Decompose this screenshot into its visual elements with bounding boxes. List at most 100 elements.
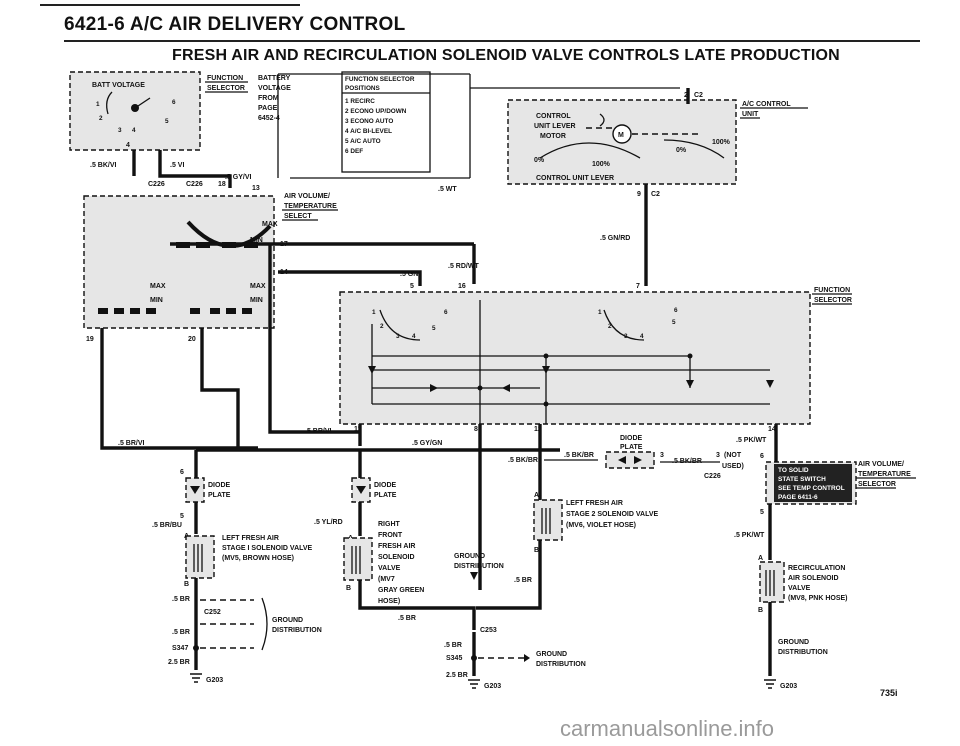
to-solid-panel (774, 464, 852, 502)
c226-b: C226 (186, 181, 203, 188)
to-solid-l2: STATE SWITCH (778, 476, 826, 483)
c226-c: C226 (704, 473, 721, 480)
lfa-stage2-valve (533, 499, 563, 541)
sw-pos-1: 1 (372, 309, 376, 316)
pin-3: 3 (660, 452, 664, 459)
air-vol-l2: TEMPERATURE (284, 203, 337, 210)
function-selector-l2: SELECTOR (207, 85, 245, 92)
pct-100-a: 100% (592, 161, 611, 168)
fsp-4: 4 A/C BI-LEVEL (345, 128, 392, 135)
selector-wiper (134, 97, 151, 109)
c2-a: C2 (694, 92, 703, 99)
rfa-l8: HOSE) (378, 598, 400, 605)
fsp-3: 3 ECONO AUTO (345, 118, 393, 125)
pin-7: 7 (636, 283, 640, 290)
pin-18: 18 (218, 181, 226, 188)
wire-br-3 (358, 580, 476, 630)
selector-arc (106, 91, 113, 115)
dp3-l2: PLATE (620, 444, 643, 451)
rfa-l2: FRONT (378, 532, 403, 539)
sw2-pos-1: 1 (598, 309, 602, 316)
gd1-l2: DISTRIBUTION (272, 627, 322, 634)
ground-icon-3 (764, 679, 776, 689)
pos-4: 4 (132, 127, 136, 134)
max-label: MAX (262, 221, 278, 228)
g203-1: G203 (206, 677, 223, 684)
sw-pos-5: 5 (432, 325, 436, 332)
lfa-s1-l3: (MV5, BROWN HOSE) (222, 555, 294, 562)
header-rule (40, 4, 300, 6)
wire-5br-1: .5 BR (172, 596, 190, 603)
sw-pos-2: 2 (380, 323, 384, 330)
lfa-s1-l1: LEFT FRESH AIR (222, 535, 279, 542)
pin-3b: 3 (716, 452, 720, 459)
dp2-l1: DIODE (374, 482, 397, 489)
ac-control-l2: UNIT (742, 111, 759, 118)
wire-25br-2: 2.5 BR (446, 672, 468, 679)
lfa-s2-l2: STAGE 2 SOLENOID VALVE (566, 511, 659, 518)
fsp-2: 2 ECONO UP/DOWN (345, 108, 407, 115)
diode-3-icon-b (634, 456, 642, 464)
pot-arc-right (663, 139, 725, 159)
sw2-pos-3: 3 (624, 333, 628, 340)
dp1-l2: PLATE (208, 492, 231, 499)
pin-b2: B (346, 585, 351, 592)
wire-5bkbr-b: .5 BK/BR (564, 452, 594, 459)
coil-icon (765, 570, 775, 596)
recirc-l1: RECIRCULATION (788, 565, 845, 572)
watermark: carmanualsonline.info (560, 716, 775, 741)
pin-5a: 5 (180, 513, 184, 520)
ac-control-l1: A/C CONTROL (742, 101, 791, 108)
gd4-l2: DISTRIBUTION (778, 649, 828, 656)
coil-icon (351, 546, 361, 574)
fsp-1: 1 RECIRC (345, 98, 375, 105)
c2-b: C2 (651, 191, 660, 198)
rfa-valve (343, 537, 373, 581)
gd1-l1: GROUND (272, 617, 303, 624)
s347: S347 (172, 645, 188, 652)
wire-5brbu: .5 BR/BU (152, 522, 182, 529)
battery-l1: BATTERY (258, 75, 291, 82)
pin-14b: 14 (768, 426, 776, 433)
to-solid-l4: PAGE 6411-6 (778, 494, 818, 501)
av-r-l1: AIR VOLUME/ (858, 461, 904, 468)
fsp-table (341, 71, 431, 173)
battery-l4: PAGE (258, 105, 278, 112)
pin-8: 8 (474, 426, 478, 433)
gd3-l2: DISTRIBUTION (536, 661, 586, 668)
pin-2: 2 (684, 92, 688, 99)
wire-brvi-left (100, 328, 258, 450)
wire-5pkwt-a: .5 PK/WT (736, 437, 767, 444)
wire-25br-1: 2.5 BR (168, 659, 190, 666)
wire-5brvi-a: .5 BR/VI (118, 440, 145, 447)
wire-5gygn-label: .5 GY/GN (412, 440, 442, 447)
max-label-3: MAX (250, 283, 266, 290)
lfa-s1-l2: STAGE I SOLENOID VALVE (222, 545, 313, 552)
wire-5pkwt-b: .5 PK/WT (734, 532, 765, 539)
batt-voltage-label: BATT VOLTAGE (92, 82, 145, 89)
lever-arc (599, 113, 605, 127)
c226-a: C226 (148, 181, 165, 188)
brace (261, 597, 268, 651)
ground-icon-1 (190, 673, 202, 683)
splice-s345 (471, 655, 477, 661)
pin-5-label: 5 (410, 283, 414, 290)
pin-b1: B (184, 581, 189, 588)
to-solid-l1: TO SOLID (778, 467, 809, 474)
pct-0-a: 0% (534, 157, 545, 164)
cul-l2: UNIT LEVER (534, 123, 576, 130)
dp2-l2: PLATE (374, 492, 397, 499)
lfa-stage1-valve (185, 535, 215, 579)
coil-icon (193, 544, 203, 572)
diode-3-icon-a (618, 456, 626, 464)
sw2-pos-4: 4 (640, 333, 644, 340)
pct-0-b: 0% (676, 147, 687, 154)
arrow-down (470, 572, 478, 580)
switch-arc-right (603, 309, 645, 341)
max-label-2: MAX (150, 283, 166, 290)
not-used-l1: (NOT (724, 452, 742, 459)
diode-1-icon (190, 486, 200, 494)
av-r-l3: SELECTOR (858, 481, 896, 488)
gd2-l2: DISTRIBUTION (454, 563, 504, 570)
